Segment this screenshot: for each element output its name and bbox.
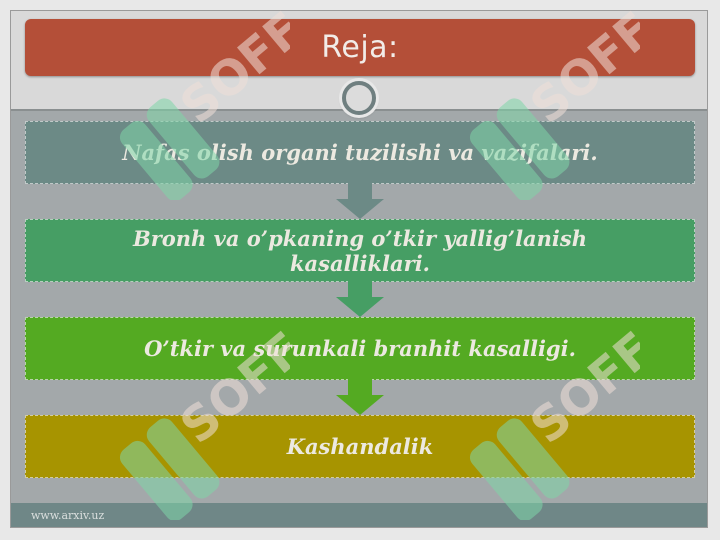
arrow-down-icon bbox=[336, 379, 384, 415]
ring-ornament bbox=[342, 81, 376, 115]
footer-bar bbox=[11, 503, 707, 527]
slide-title: Reja: bbox=[321, 30, 399, 65]
title-band: Reja: bbox=[11, 11, 707, 111]
step-4: Kashandalik bbox=[25, 415, 695, 478]
slide: Reja: Nafas olish organi tuzilishi va va… bbox=[10, 10, 708, 528]
title-bar: Reja: bbox=[25, 19, 695, 76]
step-3: O’tkir va surunkali branhit kasalligi. bbox=[25, 317, 695, 380]
arrow-down-icon bbox=[336, 281, 384, 317]
step-1: Nafas olish organi tuzilishi va vazifala… bbox=[25, 121, 695, 184]
step-2: Bronh va o’pkaning o’tkir yallig’lanish … bbox=[25, 219, 695, 282]
arrow-down-icon bbox=[336, 183, 384, 219]
footer-url: www.arxiv.uz bbox=[31, 509, 105, 522]
